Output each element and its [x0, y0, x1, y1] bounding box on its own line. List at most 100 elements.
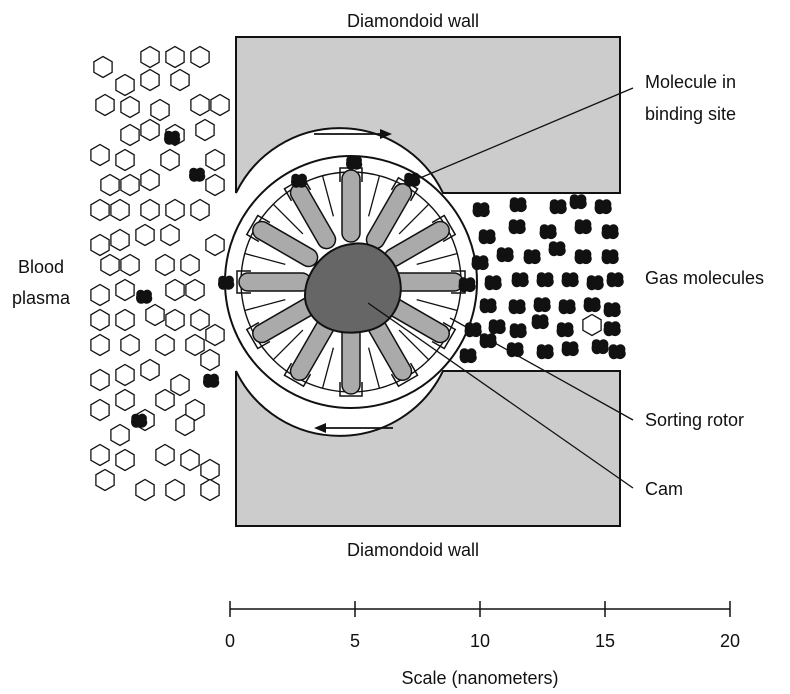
plasma-molecule	[140, 68, 160, 92]
scale-tick-label: 20	[720, 631, 740, 651]
plasma-molecule	[175, 413, 195, 437]
plasma-molecule	[140, 358, 160, 382]
plasma-molecule	[160, 148, 180, 172]
gas-molecule	[472, 202, 490, 218]
gas-molecules	[131, 130, 626, 428]
rotor-divider	[398, 203, 430, 235]
leader-molecule	[419, 87, 634, 179]
plasma-molecule	[95, 468, 115, 492]
scale-tick-label: 0	[225, 631, 235, 651]
rotor-dividers	[244, 175, 458, 389]
blood-plasma-molecules	[90, 45, 602, 502]
gas-molecule	[601, 224, 619, 240]
plasma-molecule	[155, 253, 175, 277]
bound-molecule	[404, 172, 421, 187]
label-blood-line2: plasma	[12, 288, 71, 308]
bound-molecule	[291, 173, 308, 188]
plasma-dark-molecule	[164, 130, 181, 145]
plasma-molecule	[115, 278, 135, 302]
gas-molecule	[548, 241, 566, 257]
plasma-molecule	[145, 303, 165, 327]
rotor-arm	[245, 214, 319, 268]
scale-title: Scale (nanometers)	[401, 668, 558, 688]
gas-molecule	[558, 299, 576, 315]
plasma-molecule	[205, 323, 225, 347]
gas-molecule	[536, 272, 554, 288]
gas-molecule	[539, 224, 557, 240]
plasma-molecule	[180, 448, 200, 472]
gas-molecule	[496, 247, 514, 263]
plasma-molecule	[115, 388, 135, 412]
gas-molecule	[509, 197, 527, 213]
plasma-molecule	[190, 198, 210, 222]
label-sorting-rotor: Sorting rotor	[645, 410, 744, 430]
plasma-molecule	[115, 73, 135, 97]
rotor-divider	[416, 252, 458, 266]
label-blood-line1: Blood	[18, 257, 64, 277]
plasma-molecule	[135, 478, 155, 502]
scale-tick-label: 10	[470, 631, 490, 651]
rotor-arm	[339, 167, 363, 243]
plasma-molecule	[165, 198, 185, 222]
plasma-molecule	[140, 118, 160, 142]
gas-molecule	[488, 319, 506, 335]
gas-molecule	[459, 348, 477, 364]
gas-molecule	[536, 344, 554, 360]
plasma-molecule	[205, 173, 225, 197]
gas-molecule	[561, 341, 579, 357]
gas-molecule	[508, 299, 526, 315]
plasma-molecule	[93, 55, 113, 79]
plasma-molecule	[165, 278, 185, 302]
plasma-dark-molecule	[136, 289, 153, 304]
gas-molecule	[574, 219, 592, 235]
plasma-dark-molecule	[131, 413, 148, 428]
gas-molecule	[508, 219, 526, 235]
diamondoid-wall-bottom	[235, 370, 621, 527]
plasma-molecule	[115, 148, 135, 172]
rotor-divider	[321, 347, 335, 389]
gas-molecule	[479, 298, 497, 314]
plasma-molecule	[120, 173, 140, 197]
sorting-rotor	[218, 155, 478, 409]
plasma-molecule	[120, 253, 140, 277]
plasma-molecule	[90, 233, 110, 257]
plasma-dark-molecule	[189, 167, 206, 182]
plasma-molecule	[190, 45, 210, 69]
cam	[303, 242, 402, 334]
gas-molecule	[549, 199, 567, 215]
gas-molecule	[601, 249, 619, 265]
plasma-molecule	[110, 198, 130, 222]
plasma-molecule	[170, 373, 190, 397]
plasma-molecule	[95, 93, 115, 117]
plasma-molecule	[582, 313, 602, 337]
gas-molecule	[523, 249, 541, 265]
rotation-arrow-right	[314, 129, 392, 139]
gas-molecule	[606, 272, 624, 288]
gas-molecule	[531, 314, 549, 330]
plasma-molecule	[120, 123, 140, 147]
bound-molecule	[218, 275, 235, 290]
plasma-molecule	[210, 93, 230, 117]
plasma-dark-molecule	[203, 373, 220, 388]
plasma-molecule	[150, 98, 170, 122]
rotor-divider	[244, 298, 286, 312]
plasma-molecule	[90, 143, 110, 167]
rotor-divider	[272, 203, 304, 235]
label-gas-molecules: Gas molecules	[645, 268, 764, 288]
rotation-arrow-left	[314, 423, 393, 433]
rotor-arm	[245, 296, 319, 350]
gas-molecule	[608, 344, 626, 360]
gas-molecule	[471, 255, 489, 271]
gas-molecule	[603, 302, 621, 318]
gas-molecule	[509, 323, 527, 339]
gas-molecule	[586, 275, 604, 291]
plasma-molecule	[155, 443, 175, 467]
rotor-arm	[236, 270, 312, 294]
plasma-molecule	[140, 45, 160, 69]
label-wall-bottom: Diamondoid wall	[347, 540, 479, 560]
plasma-molecule	[135, 223, 155, 247]
plasma-molecule	[165, 478, 185, 502]
plasma-molecule	[165, 308, 185, 332]
rotor-divider	[244, 252, 286, 266]
plasma-molecule	[190, 308, 210, 332]
